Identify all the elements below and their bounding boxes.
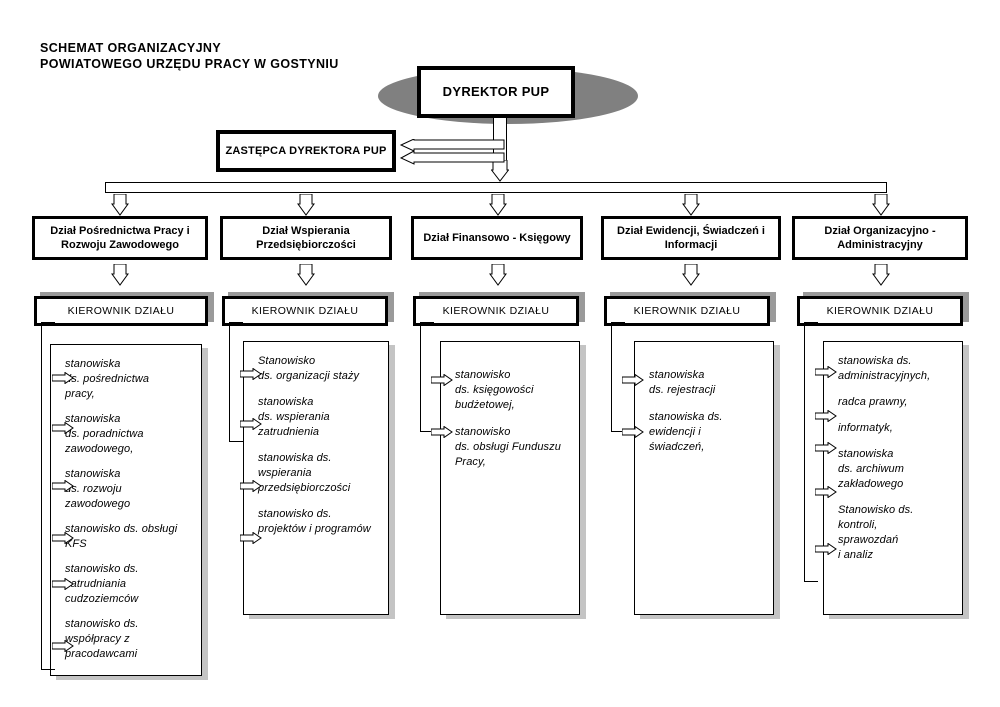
list-item: stanowiska ds. administracyjnych, (838, 355, 931, 382)
connector-spine-4 (611, 322, 625, 432)
list-item: stanowiska ds. ewidencji i świadczeń, (649, 411, 723, 453)
manager-box-1[interactable]: KIEROWNIK DZIAŁU (34, 296, 208, 326)
department-label-2: Dział Wspierania Przedsiębiorczości (221, 217, 391, 259)
connector-spine-3 (420, 322, 434, 432)
horizontal-bus-bar (105, 182, 887, 193)
down-block-arrow-icon (682, 194, 700, 216)
right-block-arrow-icon (52, 372, 74, 384)
content-box-4: stanowiska ds. rejestracji stanowiska ds… (634, 341, 774, 615)
position-list-2: Stanowisko ds. organizacji staży stanowi… (244, 342, 388, 614)
right-block-arrow-icon (622, 374, 644, 386)
list-item: stanowisko ds. obsługi KFS (65, 523, 178, 550)
right-block-arrow-icon (622, 426, 644, 438)
list-item: Stanowisko ds. organizacji staży (258, 355, 360, 382)
right-block-arrow-icon (815, 486, 837, 498)
department-box-4[interactable]: Dział Ewidencji, Świadczeń i Informacji (601, 216, 781, 260)
down-block-arrow-icon (111, 264, 129, 286)
department-box-3[interactable]: Dział Finansowo - Księgowy (411, 216, 583, 260)
list-item: stanowiska ds. rejestracji (649, 369, 716, 396)
manager-box-3[interactable]: KIEROWNIK DZIAŁU (413, 296, 579, 326)
department-box-1[interactable]: Dział Pośrednictwa Pracy i Rozwoju Zawod… (32, 216, 208, 260)
list-item: Stanowisko ds. kontroli, sprawozdań i an… (838, 504, 914, 561)
connector-spine-2 (229, 322, 243, 442)
list-item: stanowiska ds. wspierania zatrudnienia (258, 396, 330, 438)
list-item: stanowisko ds. projektów i programów (258, 508, 371, 535)
right-block-arrow-icon (240, 368, 262, 380)
down-block-arrow-icon (297, 194, 315, 216)
down-block-arrow-icon (489, 264, 507, 286)
department-box-2[interactable]: Dział Wspierania Przedsiębiorczości (220, 216, 392, 260)
right-block-arrow-icon (431, 426, 453, 438)
connector-spine-1 (41, 322, 55, 670)
right-block-arrow-icon (52, 578, 74, 590)
content-box-1: stanowiska ds. pośrednictwa pracy, stano… (50, 344, 202, 676)
list-item: informatyk, (838, 422, 893, 434)
down-block-arrow-icon (682, 264, 700, 286)
list-item: stanowiska ds. wspierania przedsiębiorcz… (258, 452, 351, 494)
right-block-arrow-icon (52, 640, 74, 652)
deputy-director-box[interactable]: ZASTĘPCA DYREKTORA PUP (216, 130, 396, 172)
position-list-4: stanowiska ds. rejestracji stanowiska ds… (635, 342, 773, 614)
right-block-arrow-icon (815, 366, 837, 378)
left-block-arrow-icon (393, 138, 505, 165)
right-block-arrow-icon (240, 532, 262, 544)
down-block-arrow-icon (872, 264, 890, 286)
down-block-arrow-icon (872, 194, 890, 216)
right-block-arrow-icon (52, 422, 74, 434)
right-block-arrow-icon (240, 418, 262, 430)
list-item: stanowiska ds. poradnictwa zawodowego, (65, 413, 144, 455)
right-block-arrow-icon (815, 543, 837, 555)
list-item: stanowisko ds. zatrudniania cudzoziemców (65, 563, 139, 605)
right-block-arrow-icon (431, 374, 453, 386)
page-title: SCHEMAT ORGANIZACYJNY POWIATOWEGO URZĘDU… (40, 41, 339, 71)
list-item: stanowiska ds. rozwoju zawodowego (65, 468, 131, 510)
down-block-arrow-icon (111, 194, 129, 216)
down-block-arrow-icon (297, 264, 315, 286)
content-box-3: stanowisko ds. księgowości budżetowej, s… (440, 341, 580, 615)
director-label: DYREKTOR PUP (419, 68, 573, 116)
right-block-arrow-icon (52, 480, 74, 492)
department-label-4: Dział Ewidencji, Świadczeń i Informacji (602, 217, 780, 259)
manager-box-2[interactable]: KIEROWNIK DZIAŁU (222, 296, 388, 326)
deputy-director-label: ZASTĘPCA DYREKTORA PUP (218, 132, 394, 170)
manager-box-5[interactable]: KIEROWNIK DZIAŁU (797, 296, 963, 326)
right-block-arrow-icon (815, 410, 837, 422)
department-label-1: Dział Pośrednictwa Pracy i Rozwoju Zawod… (33, 217, 207, 259)
list-item: radca prawny, (838, 396, 908, 408)
list-item: stanowisko ds. obsługi Funduszu Pracy, (455, 426, 561, 468)
right-block-arrow-icon (52, 532, 74, 544)
right-block-arrow-icon (815, 442, 837, 454)
position-list-5: stanowiska ds. administracyjnych, radca … (824, 342, 962, 614)
right-block-arrow-icon (240, 480, 262, 492)
manager-box-4[interactable]: KIEROWNIK DZIAŁU (604, 296, 770, 326)
department-label-5: Dział Organizacyjno - Administracyjny (793, 217, 967, 259)
list-item: stanowiska ds. archiwum zakładowego (838, 448, 904, 490)
director-box[interactable]: DYREKTOR PUP (417, 66, 575, 118)
department-label-3: Dział Finansowo - Księgowy (412, 217, 582, 259)
list-item: stanowisko ds. współpracy z pracodawcami (65, 618, 139, 660)
list-item: stanowiska ds. pośrednictwa pracy, (65, 358, 150, 400)
content-box-2: Stanowisko ds. organizacji staży stanowi… (243, 341, 389, 615)
connector-spine-5 (804, 322, 818, 582)
position-list-3: stanowisko ds. księgowości budżetowej, s… (441, 342, 579, 614)
content-box-5: stanowiska ds. administracyjnych, radca … (823, 341, 963, 615)
list-item: stanowisko ds. księgowości budżetowej, (455, 369, 534, 411)
position-list-1: stanowiska ds. pośrednictwa pracy, stano… (51, 345, 201, 675)
down-block-arrow-icon (489, 194, 507, 216)
down-block-arrow-icon (491, 160, 509, 182)
department-box-5[interactable]: Dział Organizacyjno - Administracyjny (792, 216, 968, 260)
